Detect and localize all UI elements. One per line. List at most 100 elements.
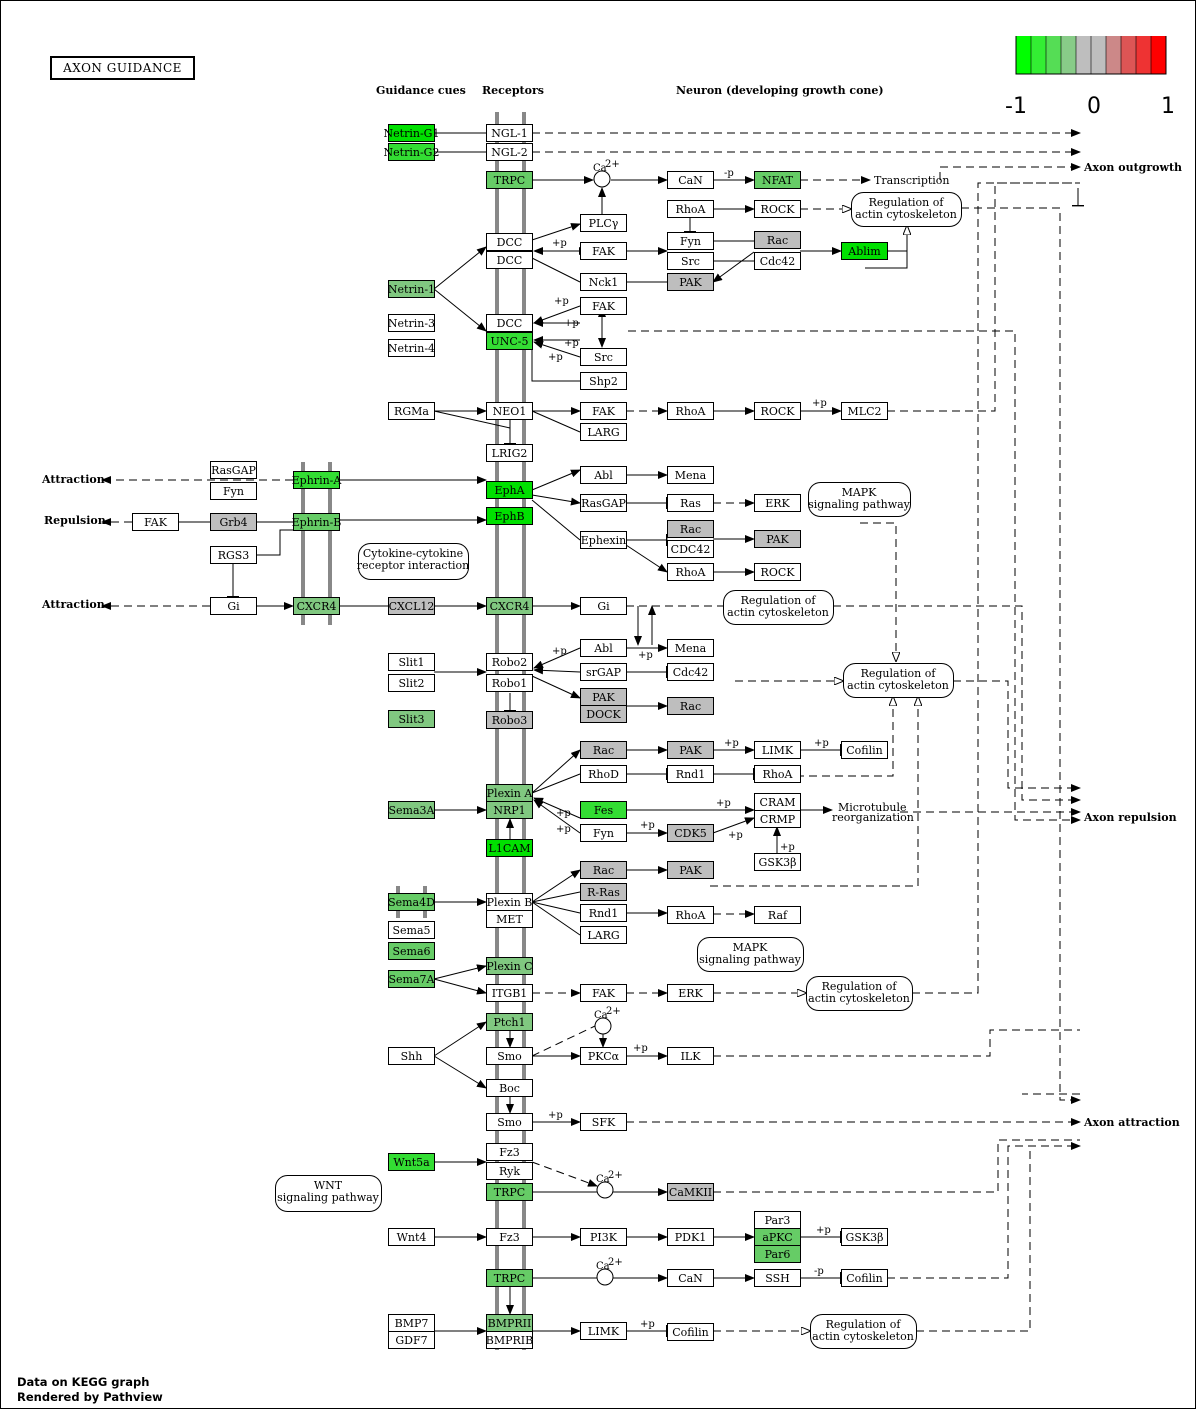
- gene-node-ablim[interactable]: Ablim: [841, 242, 888, 260]
- gene-node-pak[interactable]: PAK: [580, 688, 627, 706]
- gene-node-ras[interactable]: Ras: [667, 494, 714, 512]
- gene-node-gsk3[interactable]: GSK3β: [754, 853, 801, 871]
- gene-node-abl[interactable]: Abl: [580, 639, 627, 657]
- gene-node-rhoa[interactable]: RhoA: [667, 402, 714, 420]
- gene-node-rasgap[interactable]: RasGAP: [580, 494, 627, 512]
- gene-node-cxcr4[interactable]: CXCR4: [486, 597, 533, 615]
- gene-node-slit1[interactable]: Slit1: [388, 653, 435, 671]
- gene-node-fak[interactable]: FAK: [132, 513, 179, 531]
- gene-node-dock[interactable]: DOCK: [580, 705, 627, 723]
- gene-node-fyn[interactable]: Fyn: [210, 482, 257, 500]
- gene-node-plexin-c[interactable]: Plexin C: [486, 957, 533, 975]
- gene-node-bmp7[interactable]: BMP7: [388, 1314, 435, 1332]
- gene-node-rgs3[interactable]: RGS3: [210, 546, 257, 564]
- gene-node-src[interactable]: Src: [580, 348, 627, 366]
- gene-node-lrig2[interactable]: LRIG2: [486, 444, 533, 462]
- gene-node-rhod[interactable]: RhoD: [580, 765, 627, 783]
- gene-node-can[interactable]: CaN: [667, 1269, 714, 1287]
- gene-node-rac[interactable]: Rac: [580, 861, 627, 879]
- gene-node-nfat[interactable]: NFAT: [754, 171, 801, 189]
- gene-node-cxcr4[interactable]: CXCR4: [293, 597, 340, 615]
- gene-node-srgap[interactable]: srGAP: [580, 663, 627, 681]
- gene-node-ssh[interactable]: SSH: [754, 1269, 801, 1287]
- gene-node-rock[interactable]: ROCK: [754, 402, 801, 420]
- gene-node-cdc42[interactable]: Cdc42: [754, 252, 801, 270]
- gene-node-cdk5[interactable]: CDK5: [667, 824, 714, 842]
- gene-node-trpc[interactable]: TRPC: [486, 1269, 533, 1287]
- gene-node-ptch1[interactable]: Ptch1: [486, 1013, 533, 1031]
- gene-node-cdc42[interactable]: Cdc42: [667, 663, 714, 681]
- gene-node-mlc2[interactable]: MLC2: [841, 402, 888, 420]
- gene-node-fak[interactable]: FAK: [580, 242, 627, 260]
- gene-node-cofilin[interactable]: Cofilin: [841, 1269, 888, 1287]
- gene-node-crmp[interactable]: CRMP: [754, 810, 801, 828]
- gene-node-cofilin[interactable]: Cofilin: [667, 1323, 714, 1341]
- gene-node-neo1[interactable]: NEO1: [486, 402, 533, 420]
- gene-node-fz3[interactable]: Fz3: [486, 1228, 533, 1246]
- gene-node-netrin-g2[interactable]: Netrin-G2: [384, 143, 440, 161]
- gene-node-fyn[interactable]: Fyn: [580, 824, 627, 842]
- gene-node-rhoa[interactable]: RhoA: [667, 563, 714, 581]
- gene-node-src[interactable]: Src: [667, 252, 714, 270]
- gene-node-dcc[interactable]: DCC: [486, 314, 533, 332]
- gene-node-limk[interactable]: LIMK: [580, 1322, 627, 1340]
- gene-node-fyn[interactable]: Fyn: [667, 232, 714, 250]
- gene-node-mena[interactable]: Mena: [667, 466, 714, 484]
- gene-node-dcc[interactable]: DCC: [486, 251, 533, 269]
- gene-node-unc-5[interactable]: UNC-5: [486, 332, 533, 350]
- gene-node-limk[interactable]: LIMK: [754, 741, 801, 759]
- gene-node-sema3a[interactable]: Sema3A: [388, 801, 436, 819]
- gene-node-ephrin-b[interactable]: Ephrin-B: [292, 513, 342, 531]
- gene-node-fak[interactable]: FAK: [580, 984, 627, 1002]
- gene-node-epha[interactable]: EphA: [486, 481, 533, 499]
- gene-node-ngl-2[interactable]: NGL-2: [486, 143, 533, 161]
- gene-node-robo3[interactable]: Robo3: [486, 711, 533, 729]
- gene-node-smo[interactable]: Smo: [486, 1047, 533, 1065]
- gene-node-pak[interactable]: PAK: [667, 741, 714, 759]
- gene-node-bmprii[interactable]: BMPRII: [486, 1314, 533, 1332]
- gene-node-shh[interactable]: Shh: [388, 1047, 435, 1065]
- gene-node-pak[interactable]: PAK: [667, 273, 714, 291]
- gene-node-fak[interactable]: FAK: [580, 297, 627, 315]
- gene-node-itgb1[interactable]: ITGB1: [486, 984, 533, 1002]
- gene-node-camkii[interactable]: CaMKII: [667, 1183, 714, 1201]
- gene-node-erk[interactable]: ERK: [667, 984, 714, 1002]
- gene-node-rnd1[interactable]: Rnd1: [580, 904, 627, 922]
- gene-node-netrin-g1[interactable]: Netrin-G1: [384, 124, 440, 142]
- gene-node-ilk[interactable]: ILK: [667, 1047, 714, 1065]
- gene-node-par3[interactable]: Par3: [754, 1211, 801, 1229]
- gene-node-trpc[interactable]: TRPC: [486, 1183, 533, 1201]
- gene-node-shp2[interactable]: Shp2: [580, 372, 627, 390]
- gene-node-pkc[interactable]: PKCα: [580, 1047, 627, 1065]
- gene-node-pdk1[interactable]: PDK1: [667, 1228, 714, 1246]
- gene-node-robo1[interactable]: Robo1: [486, 674, 533, 692]
- gene-node-nck1[interactable]: Nck1: [580, 273, 627, 291]
- gene-node-sema4d[interactable]: Sema4D: [388, 893, 435, 911]
- gene-node-netrin-1[interactable]: Netrin-1: [388, 280, 435, 298]
- gene-node-pak[interactable]: PAK: [754, 530, 801, 548]
- gene-node-larg[interactable]: LARG: [580, 423, 627, 441]
- gene-node-met[interactable]: MET: [486, 910, 533, 928]
- gene-node-rgma[interactable]: RGMa: [388, 402, 435, 420]
- gene-node-rac[interactable]: Rac: [667, 520, 714, 538]
- gene-node-dcc[interactable]: DCC: [486, 233, 533, 251]
- gene-node-fz3[interactable]: Fz3: [486, 1143, 533, 1161]
- gene-node-ephexin[interactable]: Ephexin: [580, 531, 627, 549]
- gene-node-l1cam[interactable]: L1CAM: [486, 839, 533, 857]
- gene-node-nrp1[interactable]: NRP1: [486, 801, 533, 819]
- gene-node-apkc[interactable]: aPKC: [754, 1228, 801, 1246]
- gene-node-boc[interactable]: Boc: [486, 1079, 533, 1097]
- gene-node-slit3[interactable]: Slit3: [388, 710, 435, 728]
- gene-node-rhoa[interactable]: RhoA: [667, 200, 714, 218]
- gene-node-sfk[interactable]: SFK: [580, 1113, 627, 1131]
- gene-node-gdf7[interactable]: GDF7: [388, 1331, 435, 1349]
- gene-node-rhoa[interactable]: RhoA: [667, 906, 714, 924]
- gene-node-plexin-a[interactable]: Plexin A: [486, 784, 534, 802]
- gene-node-sema7a[interactable]: Sema7A: [388, 970, 436, 988]
